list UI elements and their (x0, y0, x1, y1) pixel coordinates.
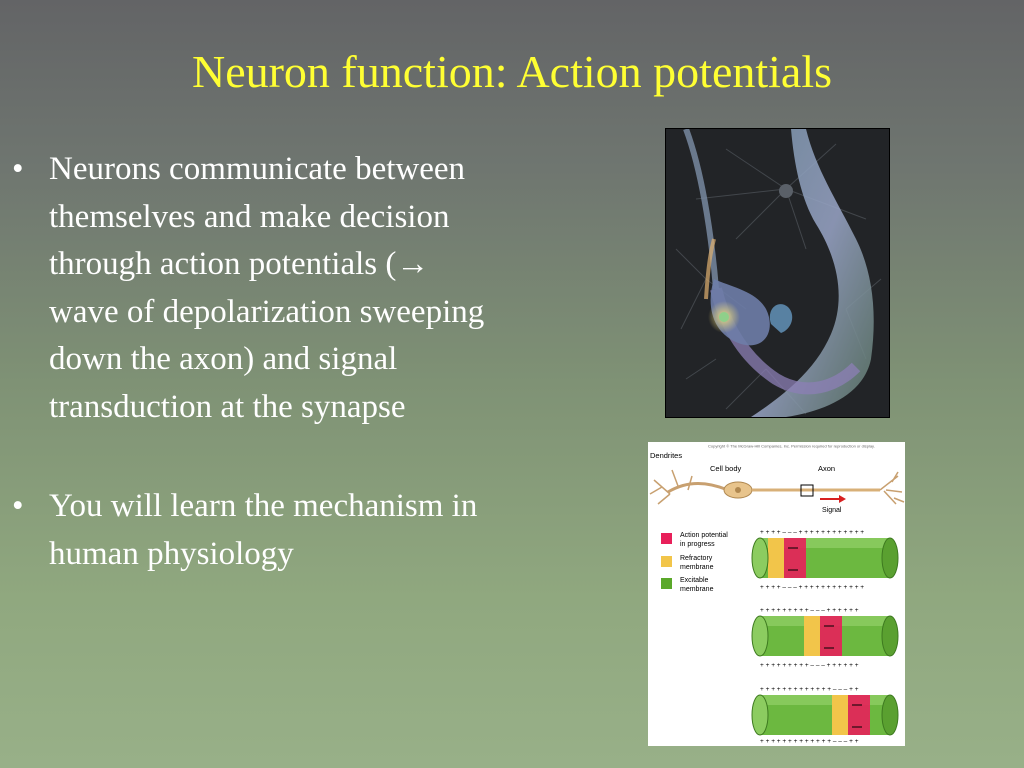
charge-row: + + + + + + + + + – – – + + + + + + (760, 607, 859, 614)
legend-label: membrane (680, 586, 714, 593)
charge-row: + + + + + + + + + + + + + – – – + + (760, 686, 859, 693)
bullet-item: • You will learn the mechanism in human … (12, 483, 492, 578)
bullet-marker: • (12, 488, 24, 524)
charge-row: + + + + + + + + + + + + + – – – + + (760, 738, 859, 745)
charge-row: + + + + + + + + + – – – + + + + + + (760, 662, 859, 669)
signal-arrow-icon (839, 495, 846, 503)
legend-swatch-refractory (661, 556, 672, 567)
axon-segment-2: + + + + + + + + + – – – + + + + + + + + … (751, 607, 899, 669)
bullet-item: • Neurons communicate between themselves… (12, 146, 492, 431)
legend-label: Action potential (680, 532, 728, 539)
legend: Action potential in progress Refractory … (661, 532, 728, 593)
neuron-illustration (665, 128, 890, 418)
axon-segment-3: + + + + + + + + + + + + + – – – + + + + … (751, 686, 899, 745)
bullet-marker: • (12, 151, 24, 187)
legend-swatch-excitable (661, 578, 672, 589)
label-cell-body: Cell body (710, 464, 742, 473)
label-signal: Signal (822, 507, 842, 514)
label-axon: Axon (818, 464, 835, 473)
legend-label: Excitable (680, 577, 709, 584)
legend-label: membrane (680, 564, 714, 571)
bullet-text: Neurons communicate between themselves a… (49, 151, 485, 425)
legend-label: in progress (680, 541, 715, 548)
axon-segment-1: + + + + – – – + + + + + + + + + + + + + … (751, 529, 899, 591)
axon-zoom-box (800, 484, 814, 497)
action-potential-diagram: Copyright © The McGraw-Hill Companies, I… (648, 442, 905, 746)
legend-swatch-action-potential (661, 533, 672, 544)
copyright-notice: Copyright © The McGraw-Hill Companies, I… (708, 444, 875, 449)
slide-title: Neuron function: Action potentials (191, 46, 833, 97)
charge-row: + + + + – – – + + + + + + + + + + + + (760, 529, 864, 536)
bullet-list: • Neurons communicate between themselves… (12, 146, 492, 578)
neuron-sketch (649, 469, 905, 505)
legend-label: Refractory (680, 555, 713, 562)
charge-row: + + + + – – – + + + + + + + + + + + + (760, 584, 864, 591)
bullet-text: You will learn the mechanism in human ph… (49, 488, 478, 572)
label-dendrites: Dendrites (650, 451, 682, 460)
